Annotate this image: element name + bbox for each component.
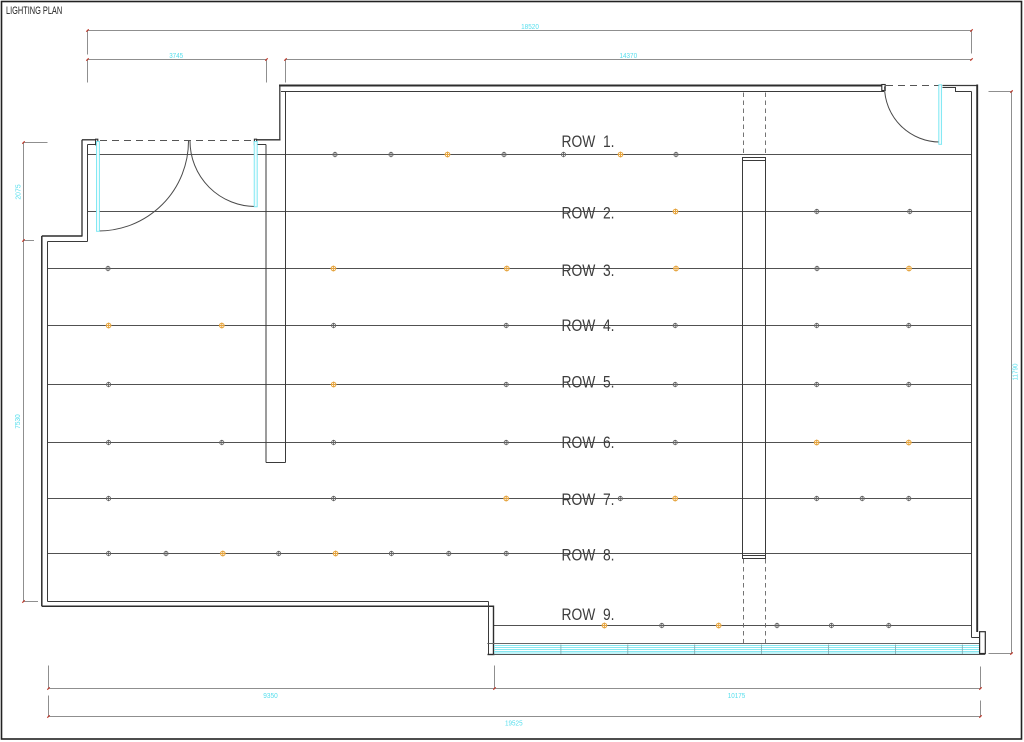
svg-text:LIGHTING PLAN: LIGHTING PLAN [6, 5, 62, 17]
svg-text:ROW 8.: ROW 8. [562, 546, 615, 564]
svg-text:ROW 2.: ROW 2. [562, 204, 615, 222]
svg-text:ROW 4.: ROW 4. [562, 317, 615, 335]
svg-text:9350: 9350 [263, 693, 278, 700]
svg-text:11790: 11790 [1013, 363, 1020, 380]
svg-text:10175: 10175 [728, 693, 746, 700]
svg-text:ROW 6.: ROW 6. [562, 434, 615, 452]
svg-text:19525: 19525 [505, 720, 523, 727]
svg-text:3745: 3745 [169, 53, 183, 60]
svg-text:ROW 5.: ROW 5. [562, 374, 615, 392]
svg-text:2075: 2075 [16, 184, 23, 199]
svg-text:ROW 1.: ROW 1. [562, 133, 615, 151]
svg-text:14370: 14370 [620, 53, 638, 60]
svg-text:ROW 7.: ROW 7. [562, 491, 615, 509]
svg-text:ROW 3.: ROW 3. [562, 262, 615, 280]
svg-text:18520: 18520 [521, 24, 539, 31]
svg-text:ROW 9.: ROW 9. [562, 606, 615, 624]
svg-text:7530: 7530 [15, 414, 22, 429]
